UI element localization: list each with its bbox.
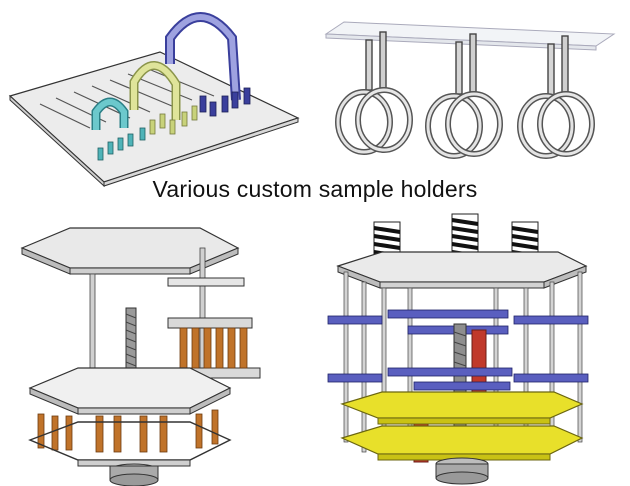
ring-hook-1	[335, 31, 413, 155]
ring-hook-holder	[324, 21, 616, 159]
arched-rod-plate-holder	[8, 12, 300, 188]
ring-hook-2	[425, 33, 503, 159]
figure-caption: Various custom sample holders	[152, 176, 478, 202]
ring-hook-3	[517, 35, 595, 159]
multi-tier-hexagonal-frame-with-springs	[327, 213, 589, 485]
hexagonal-frame-with-copper-clips	[20, 227, 261, 486]
